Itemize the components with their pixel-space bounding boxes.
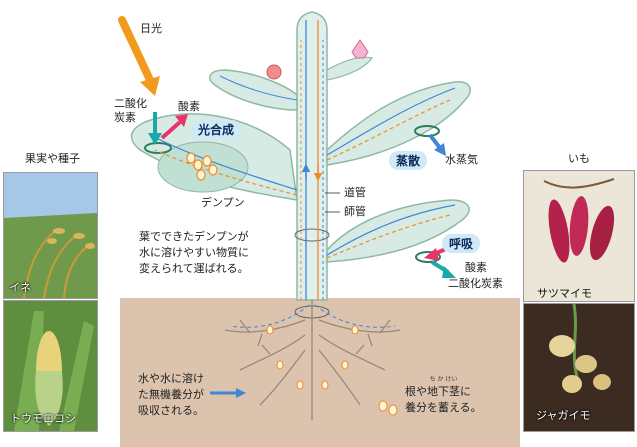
label-sieve-tube: 師管 — [344, 205, 366, 218]
caption-corn: トウモロコシ — [10, 412, 76, 425]
label-vessel: 道管 — [344, 186, 366, 199]
photo-potato — [523, 303, 635, 432]
label-co2-line2: 炭素 — [114, 111, 136, 124]
starch-area — [157, 141, 249, 193]
label-oxygen: 酸素 — [178, 100, 200, 113]
label-starch: デンプン — [201, 196, 245, 209]
leaf-right-upper — [326, 81, 471, 166]
roots — [224, 300, 401, 420]
label-respiration-co2: 二酸化炭素 — [448, 277, 503, 290]
leaf-right-lower — [326, 199, 470, 263]
note-storage: 根やち か けい地下茎に 養分を蓄える。 — [405, 376, 482, 414]
sunlight-arrow — [118, 16, 154, 84]
badge-photosynthesis: 光合成 — [191, 120, 242, 139]
note-water-absorption: 水や水に溶け た無機養分が 吸収される。 — [138, 372, 204, 417]
caption-sweet-potato: サツマイモ — [537, 287, 592, 300]
label-water-vapor: 水蒸気 — [445, 153, 478, 166]
left-panel-title: 果実や種子 — [25, 152, 80, 165]
label-sunlight: 日光 — [140, 22, 162, 35]
caption-rice: イネ — [9, 281, 31, 294]
caption-potato: ジャガイモ — [536, 409, 591, 422]
right-panel-title: いも — [568, 152, 590, 165]
flower — [351, 39, 369, 59]
stem — [296, 11, 328, 301]
flower-bud — [266, 64, 282, 80]
ruby-chikakei: ち か けい — [429, 376, 458, 383]
photo-corn — [3, 300, 98, 432]
photo-sweet-potato — [523, 170, 635, 302]
label-co2-line1: 二酸化 — [114, 97, 147, 110]
label-respiration-oxygen: 酸素 — [465, 261, 487, 274]
badge-transpiration: 蒸散 — [389, 151, 428, 170]
photo-rice — [3, 172, 98, 299]
starch-granules — [186, 152, 218, 181]
soil-area — [120, 298, 520, 447]
note-starch-transport: 葉でできたデンプンが 水に溶けやすい物質に 変えられて運ばれる。 — [139, 230, 249, 275]
badge-respiration: 呼吸 — [442, 234, 481, 253]
